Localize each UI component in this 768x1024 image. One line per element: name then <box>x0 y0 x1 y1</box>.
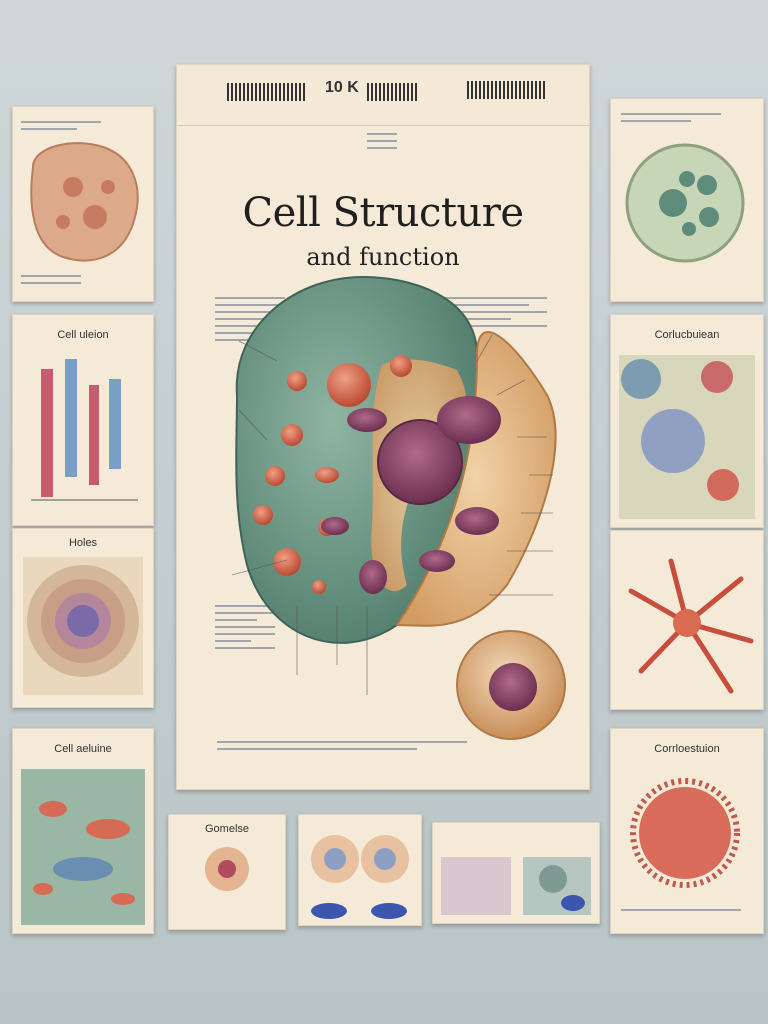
barcode-right <box>467 81 547 99</box>
poster-header: 10 K <box>177 65 589 126</box>
card-left-3: Holes <box>12 528 154 708</box>
organelle-field-icon <box>21 769 145 925</box>
card-lines-bottom <box>621 909 741 916</box>
cell-illustration <box>231 275 566 740</box>
mini-cell-icon <box>205 847 249 891</box>
bottom-annotations <box>217 741 467 755</box>
card-left-2: Cell uleion <box>12 314 154 526</box>
card-bottom-2 <box>298 814 422 926</box>
card-title: Gomelse <box>204 823 250 835</box>
card-bottom-3 <box>432 822 600 924</box>
left-annotations-bottom <box>215 605 275 654</box>
header-code: 10 K <box>325 79 359 96</box>
page-subtitle: and function <box>306 243 460 271</box>
cell-icon <box>30 142 139 262</box>
card-title: Corrloestuion <box>654 743 720 755</box>
card-lines <box>21 121 101 135</box>
card-left-1 <box>12 106 154 302</box>
card-right-1 <box>610 98 764 302</box>
micrograph-icon <box>441 857 591 915</box>
concentric-cell-icon <box>23 557 143 695</box>
card-right-2: Corlucbuiean <box>610 314 764 528</box>
card-title: Holes <box>68 537 98 549</box>
chromosome-chart-icon <box>31 359 138 501</box>
left-annotations-top <box>215 297 285 346</box>
card-bottom-1: Gomelse <box>168 814 286 930</box>
cell-group-icon <box>619 355 755 519</box>
main-poster: 10 K Cell Structure and function <box>176 64 590 790</box>
neuron-icon <box>628 558 754 694</box>
page-title: Cell Structure <box>242 190 524 236</box>
card-right-4: Corrloestuion <box>610 728 764 934</box>
card-title: Corlucbuiean <box>654 329 720 341</box>
barcode-middle <box>367 83 417 101</box>
spiky-virus-icon <box>630 778 740 888</box>
right-annotations-top <box>427 297 547 332</box>
header-caption-lines <box>367 133 397 154</box>
card-lines-bottom <box>21 275 81 289</box>
card-lines <box>621 113 721 127</box>
card-title: Cell aeluine <box>54 743 112 755</box>
spiky-cell-icon <box>625 143 745 263</box>
twin-cells-icon <box>311 835 409 919</box>
card-title: Cell uleion <box>57 329 109 341</box>
card-left-4: Cell aeluine <box>12 728 154 934</box>
card-right-3 <box>610 530 764 710</box>
barcode-left <box>227 83 307 101</box>
